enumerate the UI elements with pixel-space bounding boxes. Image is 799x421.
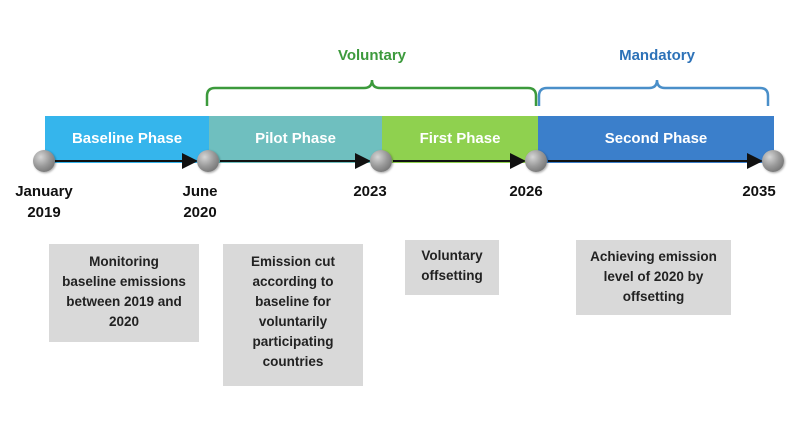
date-label-january-2019: January 2019 — [4, 181, 84, 223]
milestone-marker — [762, 150, 784, 172]
voluntary-bracket — [205, 79, 538, 106]
note-line: Monitoring — [89, 254, 159, 269]
date-line: 2019 — [27, 204, 61, 221]
date-line: June — [182, 183, 218, 200]
note-line: Emission cut — [250, 254, 336, 269]
date-line: January — [15, 183, 73, 200]
date-line: 2020 — [183, 204, 217, 221]
note-line: participating — [252, 334, 334, 349]
mandatory-label: Mandatory — [619, 47, 695, 64]
note-pilot: Emission cut according to baseline for v… — [223, 244, 363, 386]
date-label-june-2020: June 2020 — [170, 181, 230, 223]
voluntary-label: Voluntary — [337, 47, 407, 64]
note-line: offsetting — [622, 289, 685, 304]
note-second: Achieving emission level of 2020 by offs… — [576, 240, 731, 315]
milestone-marker — [33, 150, 55, 172]
milestone-marker — [525, 150, 547, 172]
date-label-2035: 2035 — [729, 181, 789, 202]
note-line: baseline emissions — [62, 274, 186, 289]
date-line: 2023 — [353, 183, 387, 200]
note-line: Achieving emission — [590, 249, 717, 264]
phase-pilot: Pilot Phase — [209, 116, 382, 163]
note-line: offsetting — [421, 268, 483, 283]
note-baseline: Monitoring baseline emissions between 20… — [49, 244, 199, 342]
note-line: between 2019 and — [66, 294, 182, 309]
note-line: according to — [252, 274, 334, 289]
mandatory-bracket — [537, 79, 770, 106]
note-line: 2020 — [108, 314, 140, 329]
date-line: 2026 — [509, 183, 543, 200]
milestone-marker — [370, 150, 392, 172]
note-line: voluntarily — [258, 314, 328, 329]
note-line: baseline for — [255, 294, 331, 309]
phase-second: Second Phase — [538, 116, 774, 163]
note-line: countries — [262, 354, 324, 369]
phase-baseline: Baseline Phase — [45, 116, 209, 163]
date-label-2026: 2026 — [496, 181, 556, 202]
milestone-marker — [197, 150, 219, 172]
date-label-2023: 2023 — [340, 181, 400, 202]
date-line: 2035 — [742, 183, 776, 200]
note-line: level of 2020 by — [603, 269, 704, 284]
note-line: Voluntary — [421, 248, 483, 263]
note-first: Voluntary offsetting — [405, 240, 499, 295]
